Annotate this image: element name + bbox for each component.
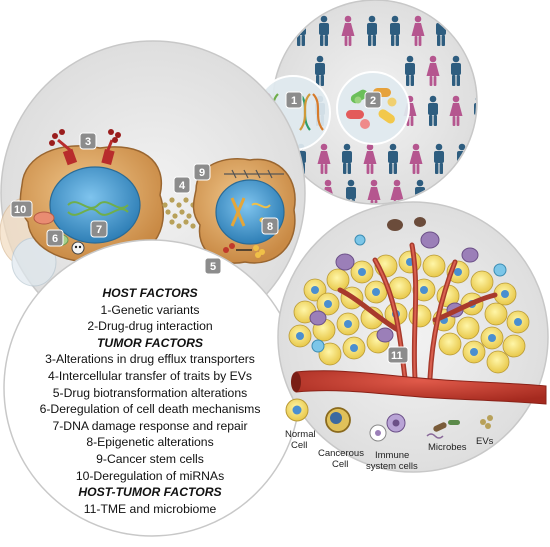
svg-text:7: 7 — [96, 224, 102, 236]
legend-header: HOST FACTORS — [102, 286, 198, 300]
badge-4: 4 — [173, 176, 191, 194]
legend-item: 11-TME and microbiome — [83, 501, 217, 516]
svg-text:3: 3 — [85, 136, 91, 148]
immune-label-2: system cells — [366, 461, 418, 472]
evs-label: EVs — [476, 436, 494, 447]
cancerous-cell-icon — [325, 407, 351, 433]
svg-text:10: 10 — [14, 204, 26, 216]
legend-item: 5-Drug biotransformation alterations — [52, 385, 248, 400]
skull-icon — [71, 241, 85, 255]
microbe-icons — [426, 420, 460, 439]
legend-item: 8-Epigenetic alterations — [86, 435, 214, 450]
svg-text:2: 2 — [370, 95, 376, 107]
legend-header: TUMOR FACTORS — [96, 335, 204, 350]
badge-6: 6 — [46, 229, 64, 247]
svg-text:11: 11 — [391, 350, 403, 362]
svg-text:1: 1 — [291, 95, 297, 107]
badge-5: 5 — [204, 257, 222, 275]
blood-vessel — [291, 370, 547, 405]
badge-11: 11 — [387, 346, 409, 364]
legend-item: 7-DNA damage response and repair — [52, 418, 248, 433]
dna-repair-icon — [67, 201, 129, 216]
pills-icon — [346, 88, 397, 129]
legend-item: 9-Cancer stem cells — [96, 451, 204, 466]
svg-text:5: 5 — [210, 261, 216, 273]
cancerous-cell-label-2: Cell — [332, 459, 348, 470]
badge-9: 9 — [193, 163, 211, 181]
legend-item: 2-Drug-drug interaction — [87, 319, 213, 334]
badge-8: 8 — [261, 217, 279, 235]
legend-item: 4-Intercellular transfer of traits by EV… — [48, 368, 252, 383]
tumor-mass — [288, 217, 530, 381]
normal-cell-icon — [285, 398, 309, 422]
badge-1: 1 — [285, 91, 303, 109]
biotransformation-icon — [223, 243, 265, 258]
svg-text:9: 9 — [199, 167, 205, 179]
svg-text:6: 6 — [52, 233, 58, 245]
ev-icons — [480, 415, 493, 429]
badge-2: 2 — [364, 91, 382, 109]
tme-circle: Normal Cell Cancerous Cell Immune system… — [277, 201, 549, 473]
microbes-label: Microbes — [428, 442, 467, 453]
svg-text:4: 4 — [179, 180, 186, 192]
legend-item: 10-Deregulation of miRNAs — [75, 468, 225, 483]
normal-cell-label-1: Normal — [285, 429, 316, 440]
immune-label-1: Immune — [375, 450, 409, 461]
tumor-factors-circle — [0, 40, 306, 537]
badge-3: 3 — [79, 132, 97, 150]
normal-cell-label-2: Cell — [291, 440, 307, 451]
efflux-transporter-icons — [49, 129, 121, 166]
right-tumor-cell — [192, 158, 296, 264]
tme-legend: Normal Cell Cancerous Cell Immune system… — [285, 398, 494, 472]
cancerous-cell-label-1: Cancerous — [318, 448, 364, 459]
number-badges: 1 2 3 4 5 6 7 8 9 10 11 — [10, 91, 409, 364]
legend-item: 3-Alterations in drug efflux transporter… — [45, 352, 255, 367]
immune-cell-icons — [369, 413, 406, 442]
badge-10: 10 — [10, 200, 33, 218]
legend-item: 6-Deregulation of cell death mechanisms — [39, 402, 261, 417]
svg-text:8: 8 — [267, 221, 273, 233]
legend-item: 1-Genetic variants — [100, 302, 200, 317]
badge-7: 7 — [90, 220, 108, 238]
factors-legend: HOST FACTORS 1-Genetic variants 2-Drug-dru… — [0, 285, 300, 517]
legend-header: HOST-TUMOR FACTORS — [78, 485, 222, 500]
stem-cell-icon — [224, 169, 284, 179]
